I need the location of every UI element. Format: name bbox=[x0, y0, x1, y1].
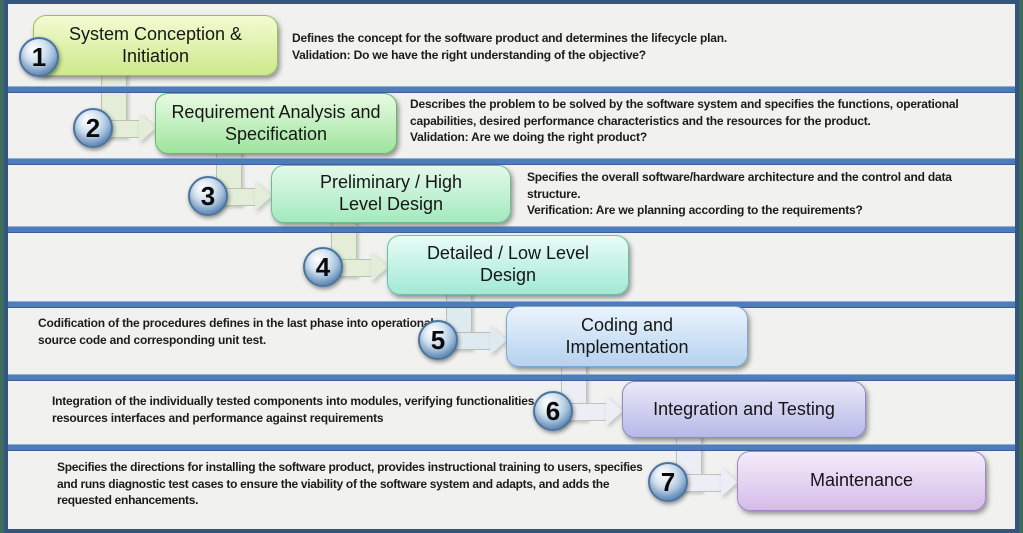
phase-title: Detailed / Low Level Design bbox=[426, 243, 590, 285]
phase-number: 5 bbox=[430, 324, 446, 355]
phase-box-7: Maintenance bbox=[737, 451, 986, 511]
phase-box-1: System Conception & Initiation bbox=[33, 15, 278, 76]
phase-box-5: Coding and Implementation bbox=[506, 306, 748, 367]
phase-number: 2 bbox=[85, 112, 101, 143]
arrow-head-icon bbox=[721, 467, 738, 497]
phase-description-6: Integration of the individually tested c… bbox=[52, 394, 538, 425]
phase-number: 4 bbox=[315, 251, 331, 282]
phase-title: Coding and Implementation bbox=[565, 314, 689, 357]
row-divider bbox=[8, 86, 1015, 93]
phase-number-circle-6: 6 bbox=[533, 391, 573, 431]
phase-title: Integration and Testing bbox=[653, 398, 835, 419]
phase-title: System Conception & Initiation bbox=[68, 23, 243, 66]
phase-number-circle-5: 5 bbox=[418, 320, 458, 360]
row-divider bbox=[8, 158, 1015, 165]
arrow-head-icon bbox=[606, 396, 623, 426]
phase-title: Preliminary / High Level Design bbox=[319, 172, 463, 214]
phase-number: 3 bbox=[200, 180, 216, 211]
phase-box-3: Preliminary / High Level Design bbox=[271, 165, 511, 223]
phase-number: 7 bbox=[660, 466, 676, 497]
phase-number-circle-4: 4 bbox=[303, 247, 343, 287]
phase-number: 1 bbox=[31, 41, 47, 72]
phase-description-2: Describes the problem to be solved by th… bbox=[410, 97, 959, 145]
row-divider bbox=[8, 226, 1015, 233]
phase-box-6: Integration and Testing bbox=[622, 381, 866, 438]
phase-number-circle-7: 7 bbox=[648, 462, 688, 502]
phase-number: 6 bbox=[545, 395, 561, 426]
arrow-head-icon bbox=[490, 325, 507, 355]
phase-title: Requirement Analysis and Specification bbox=[171, 101, 381, 144]
phase-description-3: Specifies the overall software/hardware … bbox=[527, 170, 952, 218]
phase-title: Maintenance bbox=[809, 470, 914, 491]
phase-box-2: Requirement Analysis and Specification bbox=[155, 93, 397, 154]
phase-description-1: Defines the concept for the software pro… bbox=[292, 31, 727, 62]
phase-number-circle-3: 3 bbox=[188, 176, 228, 216]
phase-description-7: Specifies the directions for installing … bbox=[57, 460, 643, 508]
row-divider bbox=[8, 444, 1015, 451]
phase-number-circle-1: 1 bbox=[19, 37, 59, 77]
row-divider bbox=[8, 374, 1015, 381]
arrow-head-icon bbox=[371, 252, 388, 282]
phase-number-circle-2: 2 bbox=[73, 108, 113, 148]
arrow-head-icon bbox=[255, 181, 272, 211]
arrow-head-icon bbox=[139, 113, 156, 143]
phase-description-5: Codification of the procedures defines i… bbox=[38, 316, 434, 347]
phase-box-4: Detailed / Low Level Design bbox=[387, 235, 629, 295]
